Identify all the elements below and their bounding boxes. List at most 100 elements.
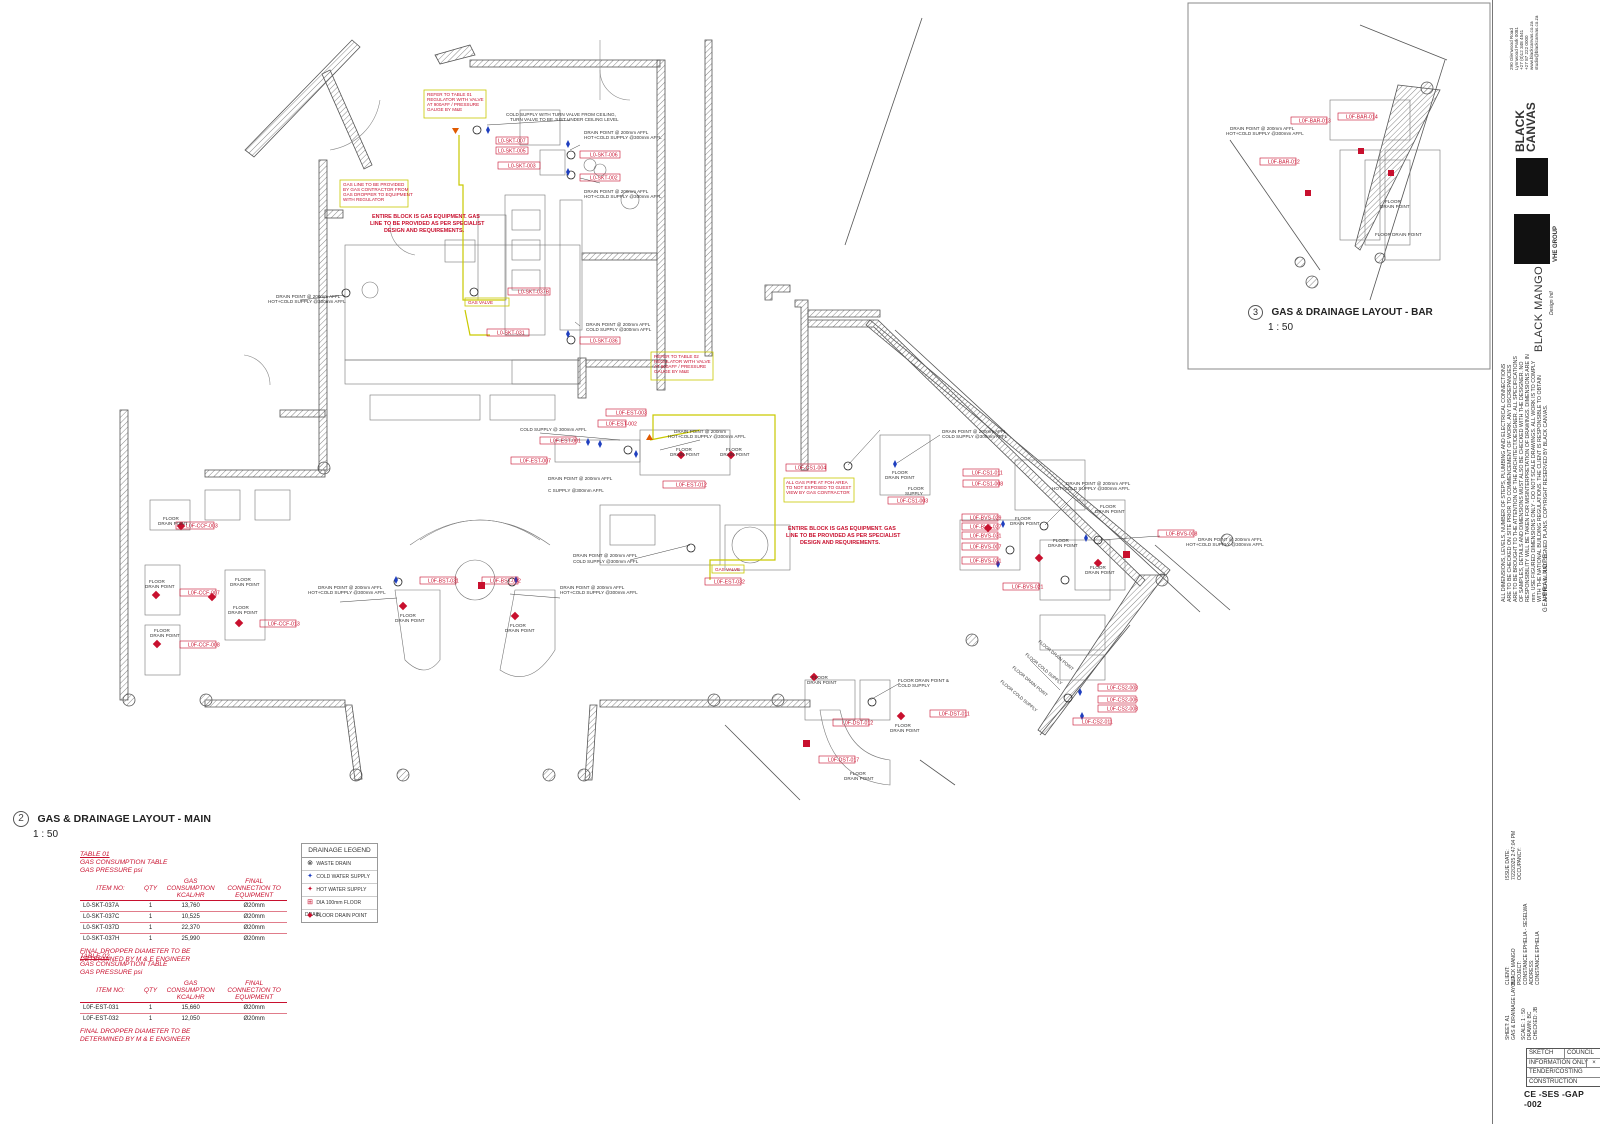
svg-text:L0F-BVS-021: L0F-BVS-021: [970, 559, 1002, 565]
gas-equipment-notes: ENTIRE BLOCK IS GAS EQUIPMENT. GAS LINE …: [370, 214, 901, 546]
svg-text:L0F-CCF-007: L0F-CCF-007: [188, 591, 220, 597]
svg-text:DRAIN POINT: DRAIN POINT: [1048, 543, 1078, 548]
view-scale: 1 : 50: [1268, 322, 1294, 333]
tag-boxes: [175, 112, 1375, 764]
gas-table-02: TABLE 02 GAS CONSUMPTION TABLE GAS PRESS…: [80, 953, 288, 1043]
svg-text:DRAIN POINT @ 200mm AFFL: DRAIN POINT @ 200mm AFFL: [276, 294, 341, 299]
svg-text:DRAIN POINT @ 200mm AFFL: DRAIN POINT @ 200mm AFFL: [548, 476, 613, 481]
svg-text:DRAIN POINT: DRAIN POINT: [1085, 570, 1115, 575]
client-logo-sub: Design Intl: [1549, 291, 1555, 315]
drainage-legend: DRAINAGE LEGEND ⊗ WASTE DRAIN ✦ COLD WAT…: [301, 843, 378, 923]
table-caption: TABLE 02 GAS CONSUMPTION TABLE GAS PRESS…: [80, 953, 168, 976]
svg-text:DRAIN POINT: DRAIN POINT: [720, 452, 750, 457]
kitchen-equipment: [344, 109, 791, 571]
svg-text:HOT+COLD SUPPLY @300mm AFFL: HOT+COLD SUPPLY @300mm AFFL: [584, 194, 662, 199]
svg-text:L0F-BVS-008: L0F-BVS-008: [1166, 532, 1198, 538]
leader-lines: [299, 119, 1161, 701]
svg-text:DRAIN POINT @ 200mm AFFL: DRAIN POINT @ 200mm AFFL: [573, 553, 638, 558]
svg-text:FLOOR: FLOOR: [908, 486, 925, 491]
svg-text:FLOOR: FLOOR: [676, 447, 693, 452]
svg-text:VIEW BY GAS CONTRACTOR: VIEW BY GAS CONTRACTOR: [786, 490, 850, 495]
general-note-title: GENERAL NOTE: [1543, 553, 1549, 612]
status-row: CONSTRUCTION: [1529, 1078, 1578, 1085]
svg-text:DRAIN POINT @ 200mm AFFL: DRAIN POINT @ 200mm AFFL: [584, 130, 649, 135]
door-swings: [243, 40, 631, 386]
svg-text:L0F-EST-003: L0F-EST-003: [616, 411, 647, 417]
view-title-bar: 3 GAS & DRAINAGE LAYOUT - BAR 1 : 50: [1248, 304, 1433, 333]
svg-text:L0F-CS2-008: L0F-CS2-008: [1107, 707, 1138, 713]
checkbox-icon: ×: [1586, 1058, 1600, 1067]
svg-text:FLOOR: FLOOR: [1385, 199, 1402, 204]
svg-text:L0F-DST-012: L0F-DST-012: [842, 721, 873, 727]
svg-text:L0F-BVS-029: L0F-BVS-029: [970, 516, 1002, 522]
note-boxes: [339, 89, 855, 574]
walls: [119, 39, 1441, 781]
svg-text:L0-SKT-006: L0-SKT-006: [590, 153, 618, 159]
view-number: 2: [13, 810, 29, 827]
svg-text:DRAIN POINT @ 200mm AFFL: DRAIN POINT @ 200mm AFFL: [1198, 537, 1263, 542]
svg-text:ENTIRE BLOCK IS GAS EQUIPMENT.: ENTIRE BLOCK IS GAS EQUIPMENT. GAS: [372, 214, 480, 220]
svg-text:FLOOR: FLOOR: [154, 628, 171, 633]
svg-text:DRAIN POINT: DRAIN POINT: [1380, 204, 1410, 209]
svg-text:L0F-EST-001: L0F-EST-001: [550, 439, 581, 445]
svg-text:FLOOR DRAIN POINT &: FLOOR DRAIN POINT &: [898, 678, 949, 683]
svg-text:L0F-EST-002: L0F-EST-002: [606, 422, 637, 428]
svg-text:DRAIN POINT @ 200mm AFFL: DRAIN POINT @ 200mm AFFL: [586, 322, 651, 327]
svg-text:DRAIN POINT: DRAIN POINT: [228, 610, 258, 615]
svg-text:L0F-BVS-007: L0F-BVS-007: [970, 545, 1002, 551]
firm-name: BLACK CANVAS: [1513, 102, 1538, 152]
gas-consumption-table: ITEM NO: QTY GAS CONSUMPTION KCAL/HR FIN…: [80, 877, 288, 944]
svg-text:GAS VALVE: GAS VALVE: [468, 300, 493, 305]
legend-item: ✦ COLD WATER SUPPLY: [302, 871, 377, 884]
svg-text:HOT+COLD SUPPLY @300mm AFFL: HOT+COLD SUPPLY @300mm AFFL: [668, 434, 746, 439]
svg-text:GAUGE BY M&E: GAUGE BY M&E: [654, 369, 689, 374]
point-annotations: COLD SUPPLY WITH TURN VALVE FROM CEILING…: [145, 112, 1422, 781]
svg-text:TO NOT EXPOSED TO GUEST: TO NOT EXPOSED TO GUEST: [786, 485, 851, 490]
svg-text:GAUGE BY M&E: GAUGE BY M&E: [427, 107, 462, 112]
svg-text:GAS LINE TO BE PROVIDED: GAS LINE TO BE PROVIDED: [343, 182, 405, 187]
svg-text:L0-SKT-031: L0-SKT-031: [497, 331, 525, 337]
svg-text:L0F-CS1-004: L0F-CS1-004: [795, 466, 826, 472]
dining-furniture: [144, 99, 1441, 786]
svg-text:DRAIN POINT: DRAIN POINT: [158, 521, 188, 526]
svg-text:L0-SKT-007: L0-SKT-007: [498, 139, 526, 145]
view-title: GAS & DRAINAGE LAYOUT - BAR: [1271, 307, 1433, 319]
svg-text:L0F-BAR-012: L0F-BAR-012: [1268, 160, 1300, 166]
svg-text:L0F-BAR-013: L0F-BAR-013: [1299, 119, 1331, 125]
hot-water-icon: ✦: [307, 886, 313, 893]
svg-text:L0F-BAR-014: L0F-BAR-014: [1346, 115, 1378, 121]
legend-item: ✦ HOT WATER SUPPLY: [302, 884, 377, 897]
bar-view-frame: [1187, 2, 1491, 370]
svg-text:AT 900AFF / PRESSURE: AT 900AFF / PRESSURE: [654, 364, 706, 369]
floor-drain-symbols: [151, 148, 1394, 747]
svg-text:HOT+COLD SUPPLY @300mm AFFL: HOT+COLD SUPPLY @300mm AFFL: [308, 590, 386, 595]
svg-text:FLOOR: FLOOR: [235, 577, 252, 582]
svg-text:DRAIN POINT: DRAIN POINT: [505, 628, 535, 633]
svg-text:FLOOR: FLOOR: [1053, 538, 1070, 543]
svg-text:DRAIN POINT @ 200mm AFFL: DRAIN POINT @ 200mm AFFL: [1230, 126, 1295, 131]
svg-text:ALL GAS PIPE AT FOH AREA: ALL GAS PIPE AT FOH AREA: [786, 480, 849, 485]
svg-text:FLOOR: FLOOR: [892, 470, 909, 475]
svg-text:DRAIN POINT @ 200mm AFFL: DRAIN POINT @ 200mm AFFL: [318, 585, 383, 590]
svg-text:L0F-CS1-003: L0F-CS1-003: [897, 499, 928, 505]
svg-text:FLOOR: FLOOR: [163, 516, 180, 521]
svg-text:COLD SUPPLY WITH TURN VALVE FR: COLD SUPPLY WITH TURN VALVE FROM CEILING…: [506, 112, 616, 117]
svg-text:L0F-CCF-008: L0F-CCF-008: [188, 643, 220, 649]
svg-text:L0F-DST-011: L0F-DST-011: [939, 712, 970, 718]
svg-text:DRAIN POINT: DRAIN POINT: [1010, 521, 1040, 526]
svg-text:L0F-EST-012: L0F-EST-012: [676, 483, 707, 489]
client-logo: BLACK MANGO: [1533, 265, 1545, 352]
svg-text:HOT+COLD SUPPLY @300mm AFFL: HOT+COLD SUPPLY @300mm AFFL: [560, 590, 638, 595]
svg-text:DESIGN AND REQUIREMENTS.: DESIGN AND REQUIREMENTS.: [800, 540, 881, 546]
cold-supply-symbols: [394, 126, 1088, 720]
svg-text:DRAIN POINT: DRAIN POINT: [395, 618, 425, 623]
gas-regulator-symbols: [452, 128, 653, 440]
